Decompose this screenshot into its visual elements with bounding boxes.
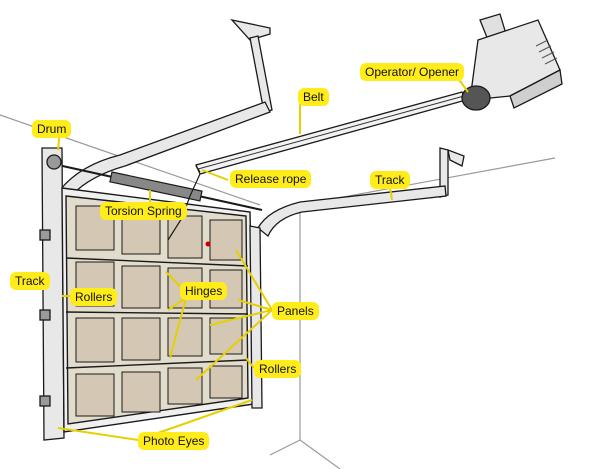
track-left-horizontal (58, 101, 271, 196)
label-panels: Panels (272, 302, 319, 320)
ceiling-hanger-left (230, 18, 273, 113)
ceiling-hanger-right (439, 147, 465, 198)
label-hinges: Hinges (180, 282, 228, 300)
label-belt: Belt (298, 88, 329, 106)
label-operator-opener: Operator/ Opener (360, 63, 465, 81)
track-left-vertical (39, 147, 65, 441)
label-rollers-left: Rollers (70, 288, 118, 306)
label-torsion-spring: Torsion Spring (100, 202, 187, 220)
label-release-rope: Release rope (230, 170, 312, 188)
track-right-horizontal (257, 185, 447, 238)
label-track-left: Track (10, 272, 50, 290)
opener-unit (461, 13, 563, 111)
belt-rail (195, 91, 467, 175)
label-rollers-right: Rollers (254, 360, 302, 378)
label-photo-eyes: Photo Eyes (138, 432, 210, 450)
door (61, 187, 255, 433)
track-right-vertical (249, 225, 263, 409)
label-drum: Drum (32, 120, 72, 138)
torsion-spring (57, 164, 263, 211)
label-track-top: Track (370, 171, 410, 189)
